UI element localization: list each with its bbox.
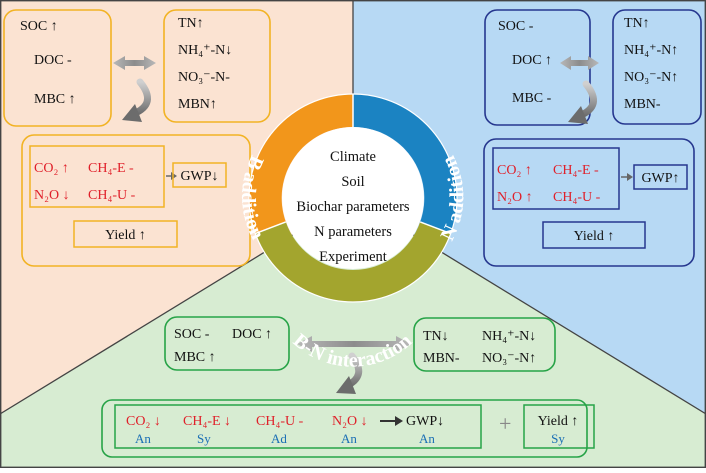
center-factor-biochar: Biochar parameters [296,199,409,215]
bn-gwp-label: GWP↓ [406,414,444,429]
b-carbon-doc: DOC - [34,53,72,68]
bn-gwp-arrow [380,416,403,426]
bn-carbon-box [164,316,290,371]
bn-curved-arrow [336,352,363,394]
b-gwp-box [172,162,227,188]
bn-gas-n2o: N₂O ↓ [332,414,368,429]
n-gwp-label: GWP↑ [641,171,679,186]
bn-nitrogen-tn: TN↓ [423,329,449,344]
bn-yield-box [523,404,595,449]
n-addition-panel: SOC - DOC ↑ MBC - TN↑ NH₄⁺-N↑ NO₃⁻-N↑ MB… [483,9,702,267]
n-gas-n2o: N₂O ↑ [497,190,533,205]
n-curved-arrow [568,80,597,124]
n-outcome-box [483,138,695,267]
bn-nitrogen-no3: NO₃⁻-N↑ [482,351,536,366]
center-factor-n: N parameters [314,224,392,240]
n-gwp-arrow [621,173,633,181]
n-gas-ch4u: CH₄-U - [553,190,601,205]
bn-interaction-panel: SOC - DOC ↑ MBC ↑ TN↓ NH₄⁺-N↓ MBN- NO₃⁻-… [101,316,595,458]
bn-plus-sign: + [499,411,511,436]
b-carbon-soc: SOC ↑ [20,19,58,34]
center-factor-experiment: Experiment [319,249,387,265]
b-carbon-box [3,9,112,127]
n-nitrogen-box [612,9,702,125]
b-curved-arrow [122,78,151,122]
bn-gas-box [114,404,482,449]
center-factor-soil: Soil [341,174,364,190]
n-addition-background [353,0,706,414]
b-gas-co2: CO₂ ↑ [34,161,69,176]
b-gas-ch4u: CH₄-U - [88,188,136,203]
bn-nitrogen-box [413,317,556,372]
b-gwp-label: GWP↓ [180,169,218,184]
bn-gas-ch4u-type: Ad [271,431,287,446]
bn-nitrogen-mbn: MBN- [423,351,460,366]
bn-carbon-doc: DOC ↑ [232,327,272,342]
bn-carbon-mbc: MBC ↑ [174,350,216,365]
b-yield-label: Yield ↑ [105,228,146,243]
ring-segment-n-addition [353,94,457,234]
bn-double-arrow [297,336,411,352]
bn-gas-ch4e: CH₄-E ↓ [183,414,231,429]
center-factor-climate: Climate [330,149,376,165]
b-nitrogen-nh4: NH₄⁺-N↓ [178,43,232,58]
bn-gas-ch4e-type: Sy [197,431,211,446]
bn-yield-label: Yield ↑ [538,414,579,429]
bn-gas-ch4u: CH₄-U - [256,414,304,429]
n-nitrogen-mbn: MBN- [624,97,661,112]
bn-gas-n2o-type: An [341,431,357,446]
bn-gas-co2: CO₂ ↓ [126,414,161,429]
n-yield-label: Yield ↑ [574,229,615,244]
n-carbon-soc: SOC - [498,19,534,34]
n-gas-ch4e: CH₄-E - [553,163,599,178]
b-nitrogen-box [163,9,271,123]
n-yield-box [542,221,646,249]
b-yield-box [73,220,178,248]
n-gwp-box [633,164,688,190]
n-double-arrow [560,56,599,70]
n-gas-box [492,147,620,210]
b-gas-ch4e: CH₄-E - [88,161,134,176]
n-carbon-doc: DOC ↑ [512,53,552,68]
b-gas-n2o: N₂O ↓ [34,188,70,203]
b-addition-panel: SOC ↑ DOC - MBC ↑ TN↑ NH₄⁺-N↓ NO₃⁻-N- MB… [3,9,271,267]
n-carbon-mbc: MBC - [512,91,552,106]
n-nitrogen-nh4: NH₄⁺-N↑ [624,43,678,58]
b-addition-background [0,0,353,414]
b-nitrogen-no3: NO₃⁻-N- [178,70,230,85]
ring-segment-b-addition [249,94,353,234]
center-circle [282,127,424,269]
b-double-arrow [113,56,156,70]
bn-carbon-soc: SOC - [174,327,210,342]
b-gas-box [29,145,165,208]
bn-yield-type: Sy [551,431,565,446]
ring-segment-bn-interaction [255,221,451,302]
bn-gwp-type: An [419,431,435,446]
n-gas-co2: CO₂ ↑ [497,163,532,178]
n-nitrogen-tn: TN↑ [624,16,650,31]
b-nitrogen-mbn: MBN↑ [178,97,217,112]
bn-nitrogen-nh4: NH₄⁺-N↓ [482,329,536,344]
bn-outcome-box [101,399,588,458]
n-nitrogen-no3: NO₃⁻-N↑ [624,70,678,85]
b-carbon-mbc: MBC ↑ [34,92,76,107]
bn-gas-co2-type: An [135,431,151,446]
b-nitrogen-tn: TN↑ [178,16,204,31]
